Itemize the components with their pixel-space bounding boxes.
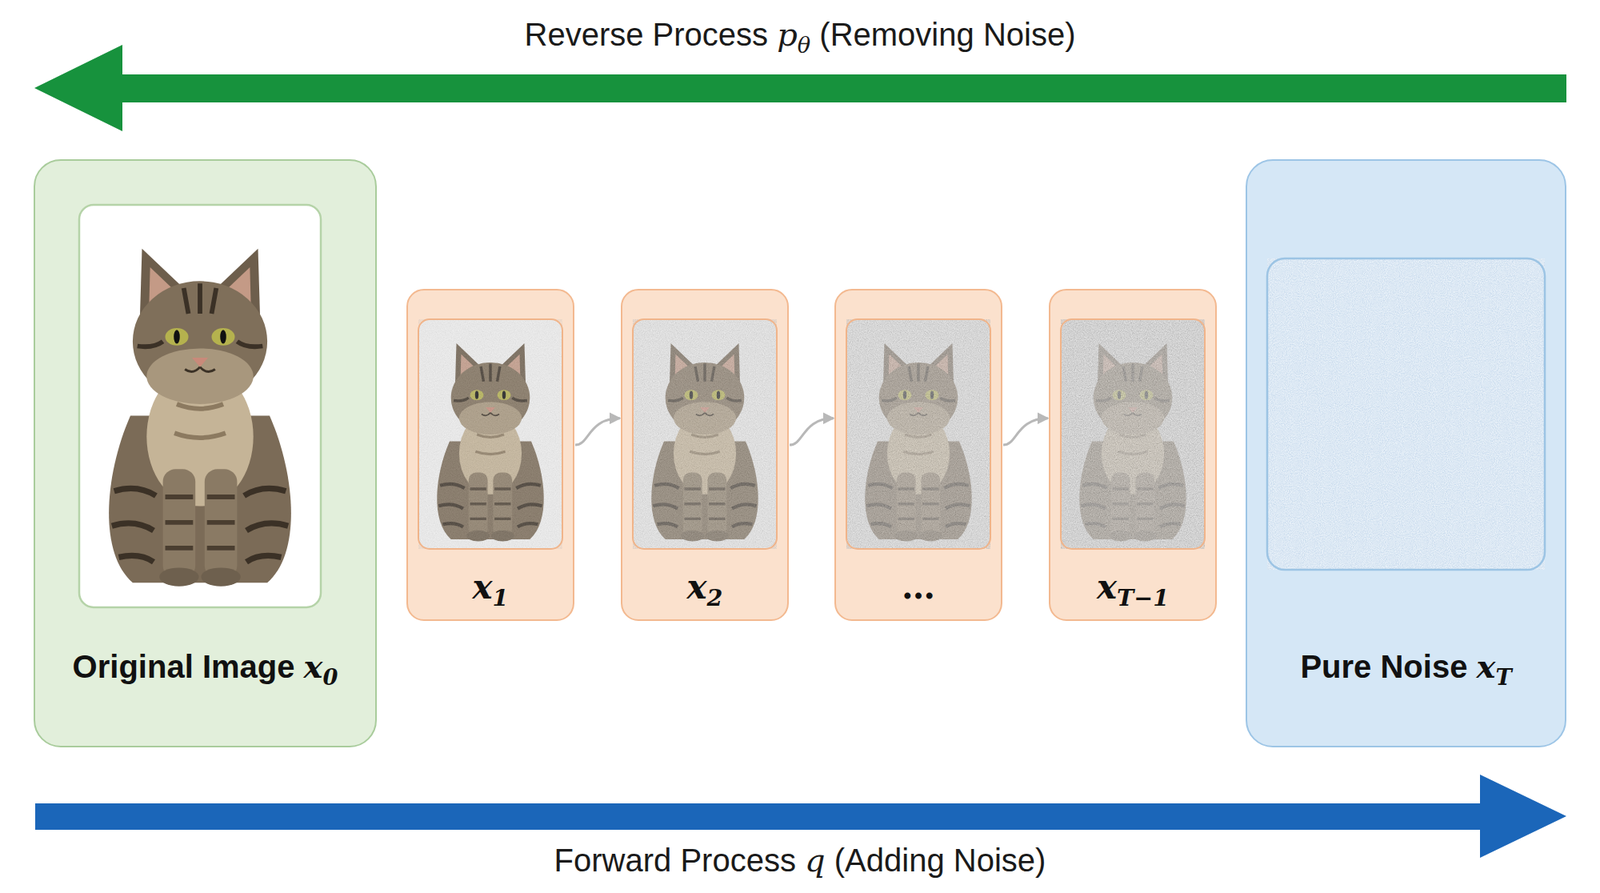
math-subscript: T−1 [1116,584,1169,612]
step-arrow [575,418,620,445]
process-label: Reverse Process pθ (Removing Noise) [524,16,1076,52]
reverse-arrow [34,44,1567,132]
math-symbol: xT [1476,647,1512,685]
math-subscript: 0 [322,664,338,690]
noisy-cat-xt-1 [1060,319,1205,549]
noisy-cat-x1 [418,319,563,549]
step-box: xT−1 [1048,288,1217,621]
original-cat-photo [79,204,321,608]
noisy-cat-mid [846,319,991,549]
step-arrow [1003,418,1048,445]
node-label: Pure Noise xT [1300,646,1512,687]
math-symbol: x2 [687,567,724,607]
node-label: x1 [472,566,509,609]
step-box: x2 [620,288,789,621]
image-box: Original Image x0 [33,159,377,748]
node-label: xT−1 [1096,566,1169,609]
math-symbol: xT−1 [1096,567,1169,607]
math-symbol: pθ [776,16,811,53]
pure-noise-image [1267,258,1545,570]
noisy-cat-x2 [632,319,777,549]
noise-box: Pure Noise xT [1245,159,1567,748]
step-box: x1 [406,288,575,621]
label-holder: Forward Process q (Adding Noise) [0,841,1600,879]
node-label: x2 [687,566,724,609]
forward-arrow [35,774,1567,858]
math-subscript: 2 [707,584,724,612]
math-symbol: x0 [304,647,339,685]
process-label: Forward Process q (Adding Noise) [554,842,1047,878]
node-label: … [901,566,936,609]
step-arrow [789,418,834,445]
node-label: Original Image x0 [72,646,339,687]
math-subscript: θ [797,32,811,58]
math-subscript: T [1495,664,1512,690]
math-subscript: 1 [492,584,509,612]
math-symbol: x1 [472,567,509,607]
math-symbol: q [804,841,826,879]
step-box: … [834,288,1003,621]
label-holder: Reverse Process pθ (Removing Noise) [0,16,1600,53]
